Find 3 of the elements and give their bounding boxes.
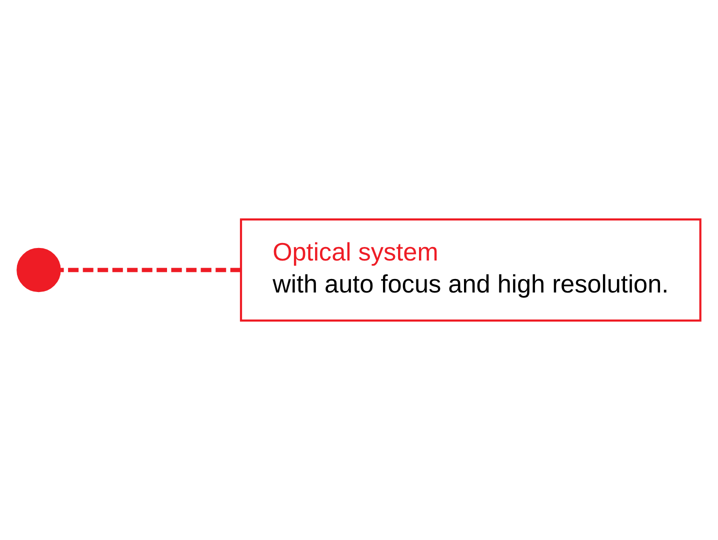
node-box: Optical system with auto focus and high resolution. [240,218,702,322]
node-circle [16,248,61,292]
connector [60,268,241,272]
